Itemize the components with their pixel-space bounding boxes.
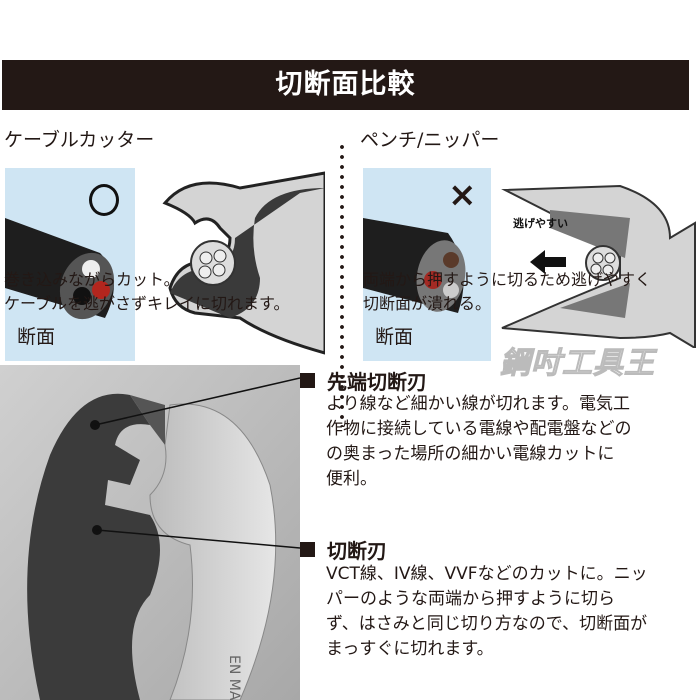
pliers-desc-line: 両端から押すように切るため逃げやすく xyxy=(363,270,652,289)
feature-text-line: まっすぐに切れます。 xyxy=(326,639,494,659)
feature-title-tip-blade: 先端切断刃 xyxy=(300,366,427,395)
feature-text-line: VCT線、IV線、VVFなどのカットに。ニッ xyxy=(326,564,648,584)
shop-watermark-logo: 鋼吋工具王 xyxy=(500,346,655,382)
square-bullet-icon xyxy=(300,542,315,557)
good-mark-icon xyxy=(89,184,119,216)
cable-cutter-desc-line: 巻き込みながらカット。 xyxy=(4,270,180,289)
feature-text-line: の奥まった場所の細かい電線カットに xyxy=(326,444,615,464)
pliers-desc-line: 切断面が潰れる。 xyxy=(363,294,492,313)
section-banner: 切断面比較 xyxy=(2,60,689,110)
feature-title-cutting-blade: 切断刃 xyxy=(300,535,387,564)
dotted-divider xyxy=(340,142,344,427)
pliers-cross-section: × 断面 xyxy=(363,168,491,361)
cable-clean-cut-image xyxy=(5,218,115,320)
cross-section-label: 断面 xyxy=(17,326,56,348)
cable-cutter-cross-section: 断面 xyxy=(5,168,135,361)
feature-text-line: パーのような両端から押すように切ら xyxy=(326,589,615,609)
escape-label: 逃げやすい xyxy=(513,217,568,230)
cross-section-label: 断面 xyxy=(375,326,414,348)
feature-text-line: より線など細かい線が切れます。電気工 xyxy=(326,394,630,414)
feature-text-line: 作物に接続している電線や配電盤などの xyxy=(326,419,632,439)
cable-cutter-illustration xyxy=(162,171,325,355)
cable-crushed-cut-image xyxy=(363,218,466,313)
arrow-left-icon xyxy=(530,250,566,274)
cable-cutter-photo: EN MADE xyxy=(0,365,300,700)
pliers-title: ペンチ/ニッパー xyxy=(360,129,500,151)
bad-mark-icon: × xyxy=(448,175,477,215)
cable-cutter-title: ケーブルカッター xyxy=(4,129,155,151)
square-bullet-icon xyxy=(300,373,315,388)
engraving-text: EN MADE xyxy=(226,655,242,700)
cable-cutter-desc-line: ケーブルを逃がさずキレイに切れます。 xyxy=(4,294,290,313)
feature-text-line: ず、はさみと同じ切り方なので、切断面が xyxy=(326,614,648,634)
feature-text-line: 便利。 xyxy=(326,469,377,489)
pliers-illustration xyxy=(501,184,696,348)
